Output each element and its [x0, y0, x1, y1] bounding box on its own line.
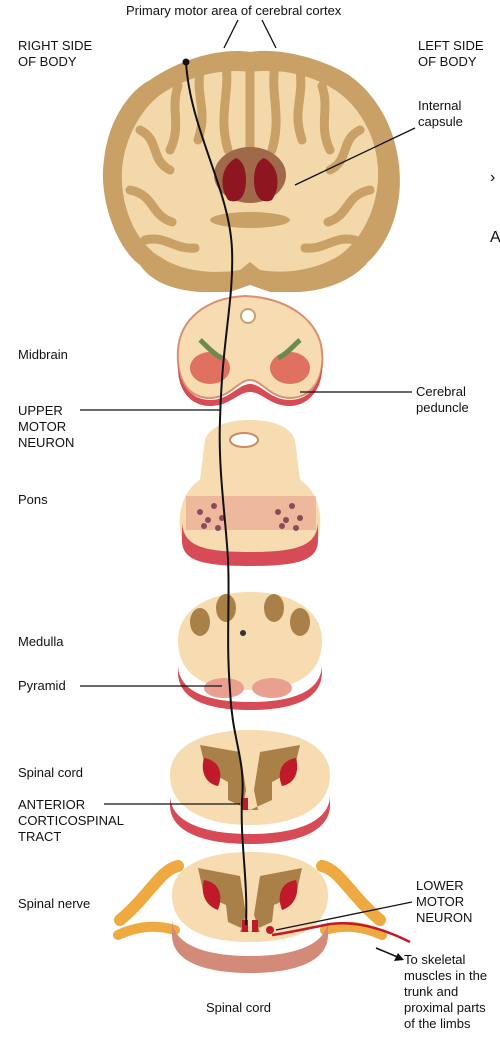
leader-motor-left	[224, 20, 238, 48]
midbrain-section	[178, 296, 323, 406]
leader-motor-right	[262, 20, 276, 48]
cortex-cell-body	[183, 59, 190, 66]
edge-mark-chevron: ›	[490, 170, 495, 186]
anterior-corticospinal-tract-label: ANTERIOR CORTICOSPINAL TRACT	[18, 797, 124, 845]
midbrain-label: Midbrain	[18, 347, 68, 363]
pons-label: Pons	[18, 492, 48, 508]
brain-section	[103, 51, 400, 292]
arrow-to-muscles	[376, 948, 404, 961]
lower-motor-neuron-label: LOWER MOTOR NEURON	[416, 878, 472, 926]
medulla-section	[178, 592, 322, 710]
to-skeletal-muscles-label: To skeletal muscles in the trunk and pro…	[404, 952, 487, 1032]
spinal-cord-mid-label: Spinal cord	[18, 765, 83, 781]
spinal-nerve-label: Spinal nerve	[18, 896, 90, 912]
pons-section	[180, 420, 321, 566]
lower-motor-neuron-body	[266, 926, 274, 934]
spinal-cord-bottom-section	[118, 852, 382, 973]
spinal-cord-bottom-label: Spinal cord	[206, 1000, 271, 1016]
pyramid-label: Pyramid	[18, 678, 66, 694]
spinal-cord-mid-section	[170, 730, 330, 844]
primary-motor-label: Primary motor area of cerebral cortex	[126, 3, 341, 19]
medulla-label: Medulla	[18, 634, 64, 650]
upper-motor-neuron-label: UPPER MOTOR NEURON	[18, 403, 74, 451]
edge-mark-a: A	[490, 230, 500, 246]
